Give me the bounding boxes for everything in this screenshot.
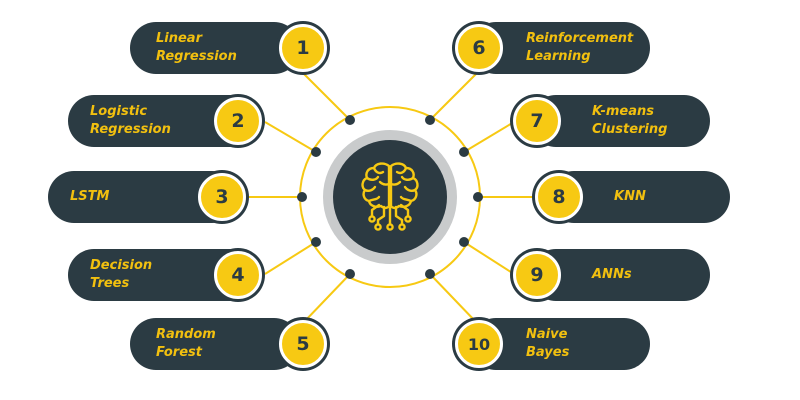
item-10-label-line1: Naive <box>526 327 568 342</box>
item-4-label-line1: Decision <box>90 258 153 273</box>
item-10-label-line2: Bayes <box>526 345 570 360</box>
item-7-number: 7 <box>513 97 561 145</box>
item-7-label-line1: K-means <box>592 104 654 119</box>
item-6-number: 6 <box>455 24 503 72</box>
item-5-badge: 5 <box>276 317 330 371</box>
item-1-pill: Linear Regression <box>130 22 300 74</box>
item-1-badge: 1 <box>276 21 330 75</box>
item-4-label-line2: Trees <box>90 276 130 291</box>
item-2-label-line2: Regression <box>90 122 171 137</box>
item-3-badge: 3 <box>195 170 249 224</box>
item-7-badge: 7 <box>510 94 564 148</box>
item-2-label-line1: Logistic <box>90 104 148 119</box>
item-9-badge: 9 <box>510 248 564 302</box>
center-hub <box>323 130 457 264</box>
item-1-label-line1: Linear <box>156 31 202 46</box>
item-10-pill: Naive Bayes <box>470 318 650 370</box>
item-8-number: 8 <box>535 173 583 221</box>
item-8-label-line1: KNN <box>614 189 646 204</box>
item-5-pill: Random Forest <box>130 318 300 370</box>
item-4-badge: 4 <box>211 248 265 302</box>
item-9-number: 9 <box>513 251 561 299</box>
item-3-number: 3 <box>198 173 246 221</box>
item-2-badge: 2 <box>211 94 265 148</box>
item-4-number: 4 <box>214 251 262 299</box>
item-6-badge: 6 <box>452 21 506 75</box>
item-1-label-line2: Regression <box>156 49 237 64</box>
item-3-label-line1: LSTM <box>70 189 110 204</box>
item-8-badge: 8 <box>532 170 586 224</box>
item-7-label-line2: Clustering <box>592 122 668 137</box>
item-5-label-line1: Random <box>156 327 216 342</box>
item-9-label-line1: ANNs <box>592 267 632 282</box>
item-10-number: 10 <box>455 320 503 368</box>
item-10-badge: 10 <box>452 317 506 371</box>
brain-circuit-icon <box>361 162 419 231</box>
item-5-number: 5 <box>279 320 327 368</box>
item-5-label-line2: Forest <box>156 345 202 360</box>
item-6-label-line2: Learning <box>526 49 591 64</box>
item-2-number: 2 <box>214 97 262 145</box>
item-1-number: 1 <box>279 24 327 72</box>
item-6-label-line1: Reinforcement <box>526 31 634 46</box>
center-hub-core <box>333 140 447 254</box>
